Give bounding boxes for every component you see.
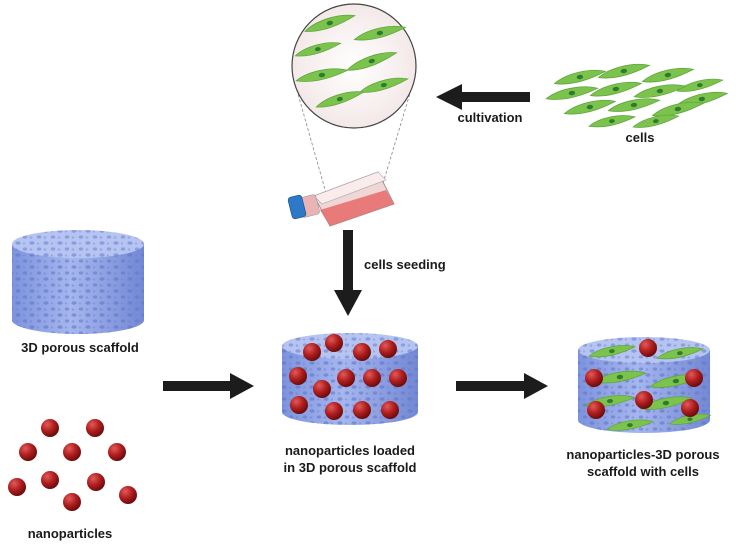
loaded-nanoparticle bbox=[353, 401, 371, 419]
nanoparticle bbox=[8, 478, 26, 496]
loaded-nanoparticle bbox=[289, 367, 307, 385]
nanoparticle bbox=[63, 493, 81, 511]
loaded-scaffold-label-line2: in 3D porous scaffold bbox=[283, 460, 417, 475]
loaded-nanoparticle bbox=[313, 380, 331, 398]
porous-scaffold bbox=[12, 230, 144, 334]
loaded-nanoparticle bbox=[290, 396, 308, 414]
nanoparticle-loaded-scaffold bbox=[282, 333, 418, 425]
loaded-nanoparticle bbox=[303, 343, 321, 361]
arrow-cells-seeding bbox=[334, 230, 362, 316]
loaded-nanoparticle bbox=[325, 402, 343, 420]
loaded-nanoparticle bbox=[389, 369, 407, 387]
final-nanoparticle bbox=[685, 369, 703, 387]
loaded-nanoparticle bbox=[337, 369, 355, 387]
final-nanoparticle bbox=[639, 339, 657, 357]
nanoparticle bbox=[108, 443, 126, 461]
final-nanoparticle bbox=[635, 391, 653, 409]
nanoparticle bbox=[86, 419, 104, 437]
arrow-cultivation bbox=[436, 84, 530, 110]
final-nanoparticle bbox=[585, 369, 603, 387]
loaded-nanoparticle bbox=[379, 340, 397, 358]
nanoparticle bbox=[119, 486, 137, 504]
nanoparticles-label: nanoparticles bbox=[27, 526, 113, 541]
final-scaffold-label-line1: nanoparticles-3D porous bbox=[566, 447, 720, 462]
nanoparticle bbox=[41, 419, 59, 437]
nanoparticles-group bbox=[8, 419, 137, 511]
cells-seeding-label: cells seeding bbox=[364, 257, 446, 272]
final-scaffold-label-line2: scaffold with cells bbox=[587, 464, 699, 479]
loaded-nanoparticle bbox=[353, 343, 371, 361]
arrow-to-final-scaffold bbox=[456, 373, 548, 399]
arrow-to-loaded-scaffold bbox=[163, 373, 254, 399]
cultivation-label: cultivation bbox=[457, 110, 523, 125]
loaded-nanoparticle bbox=[325, 334, 343, 352]
nanoparticle bbox=[41, 471, 59, 489]
final-nanoparticle bbox=[587, 401, 605, 419]
nanoparticle bbox=[63, 443, 81, 461]
culture-flask bbox=[287, 171, 395, 227]
magnified-cells-view bbox=[291, 3, 417, 201]
cells-sheet bbox=[544, 61, 729, 130]
loaded-nanoparticle bbox=[363, 369, 381, 387]
final-nanoparticle bbox=[681, 399, 699, 417]
loaded-nanoparticle bbox=[381, 401, 399, 419]
scaffold-with-cells bbox=[578, 337, 712, 433]
cells-label: cells bbox=[625, 130, 655, 145]
loaded-scaffold-label-line1: nanoparticles loaded bbox=[284, 443, 416, 458]
nanoparticle bbox=[19, 443, 37, 461]
scaffold-label: 3D porous scaffold bbox=[21, 340, 139, 355]
nanoparticle bbox=[87, 473, 105, 491]
